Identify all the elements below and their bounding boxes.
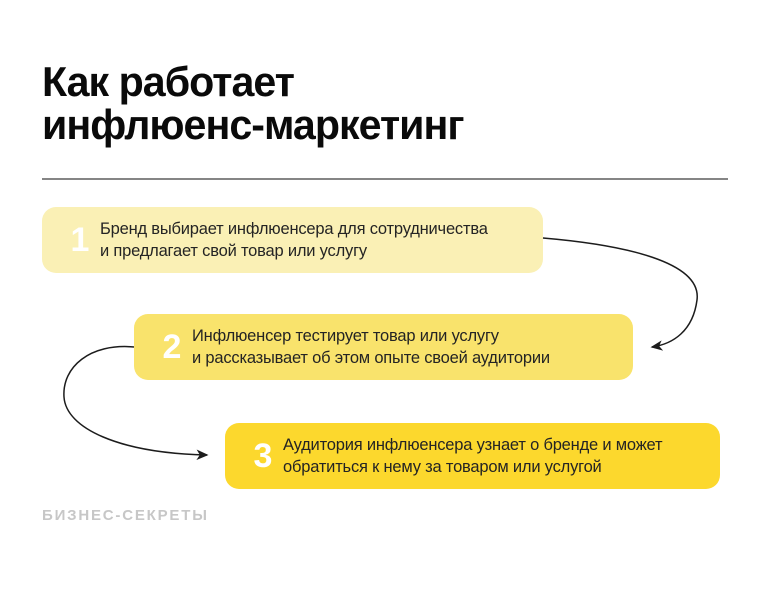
step-text-1-line-2: и предлагает свой товар или услугу bbox=[100, 242, 367, 260]
step-text-3-line-1: Аудитория инфлюенсера узнает о бренде и … bbox=[283, 436, 663, 454]
step-box-3: 3 Аудитория инфлюенсера узнает о бренде … bbox=[225, 423, 720, 489]
business-secrets-logo: БИЗНЕС-СЕКРЕТЫ bbox=[42, 507, 209, 524]
step-text-3: Аудитория инфлюенсера узнает о бренде и … bbox=[283, 434, 663, 478]
step-text-3-line-2: обратиться к нему за товаром или услугой bbox=[283, 458, 602, 476]
title-divider bbox=[42, 178, 728, 180]
step-box-1: 1 Бренд выбирает инфлюенсера для сотрудн… bbox=[42, 207, 543, 273]
step-number-3: 3 bbox=[253, 437, 273, 475]
step-text-1: Бренд выбирает инфлюенсера для сотруднич… bbox=[100, 218, 488, 262]
step-number-1: 1 bbox=[70, 221, 90, 259]
step-text-1-line-1: Бренд выбирает инфлюенсера для сотруднич… bbox=[100, 220, 488, 238]
page-title-line-2: инфлюенс-маркетинг bbox=[42, 101, 465, 148]
step-text-2-line-1: Инфлюенсер тестирует товар или услугу bbox=[192, 327, 499, 345]
page-title-line-1: Как работает bbox=[42, 58, 295, 105]
step-text-2-line-2: и рассказывает об этом опыте своей аудит… bbox=[192, 349, 550, 367]
page-title: Как работает инфлюенс-маркетинг bbox=[42, 58, 465, 148]
step-number-2: 2 bbox=[162, 328, 182, 366]
step-box-2: 2 Инфлюенсер тестирует товар или услугу … bbox=[134, 314, 633, 380]
step-text-2: Инфлюенсер тестирует товар или услугу и … bbox=[192, 325, 550, 369]
